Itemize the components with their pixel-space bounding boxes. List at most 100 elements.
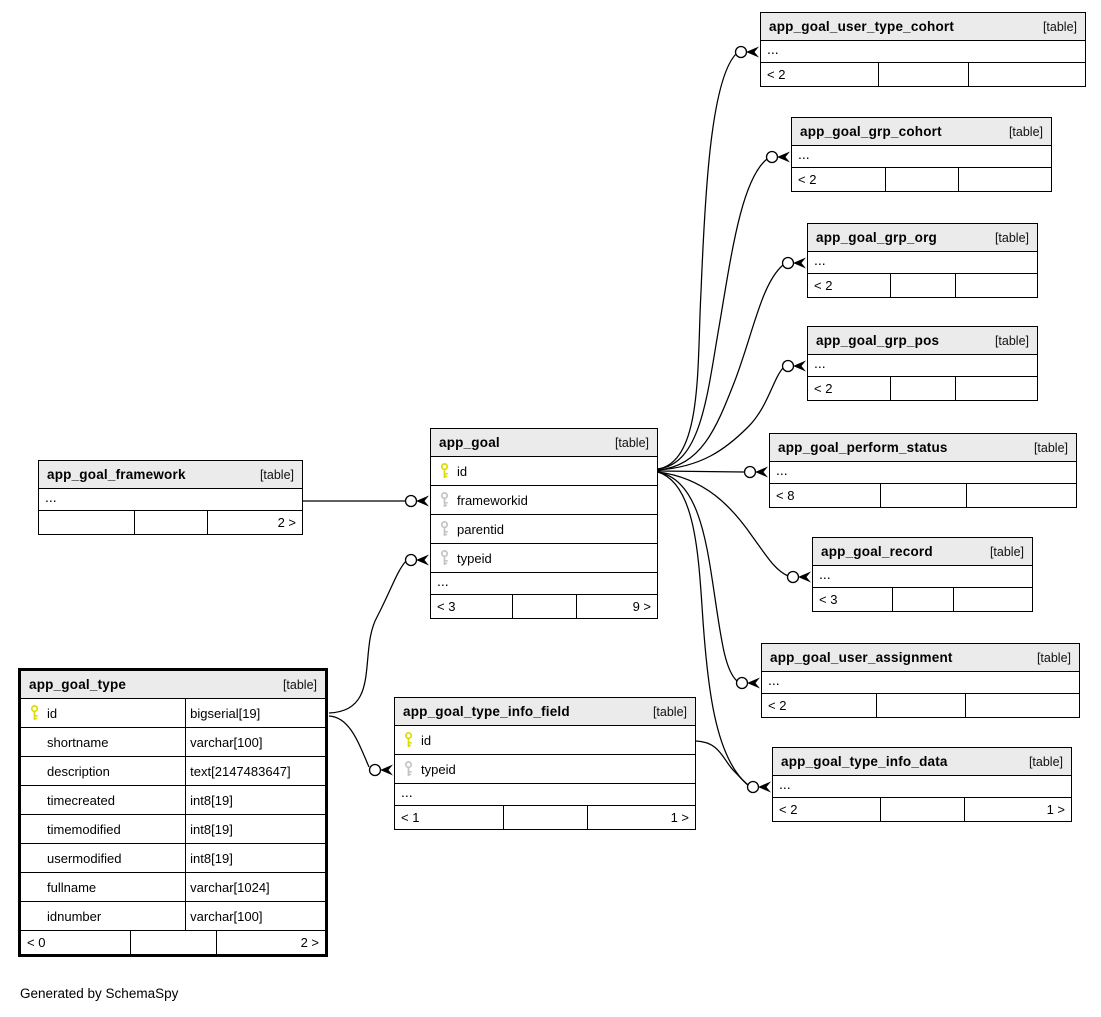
table-name: app_goal_perform_status — [778, 440, 948, 455]
degree-out: 1 > — [587, 806, 695, 829]
table-header[interactable]: app_goal[table] — [431, 429, 657, 457]
zero-many-circle-icon — [746, 780, 760, 794]
table-tag: [table] — [989, 544, 1024, 559]
table-name: app_goal_user_type_cohort — [769, 19, 955, 34]
table-app_goal_user_type_cohort[interactable]: app_goal_user_type_cohort[table]...< 2 — [760, 12, 1086, 87]
degree-out — [953, 588, 1032, 611]
table-name: app_goal_record — [821, 544, 933, 559]
ellipsis-row: ... — [762, 672, 1079, 694]
degree-footer: < 8 — [770, 484, 1076, 507]
table-header[interactable]: app_goal_framework [table] — [39, 461, 302, 489]
table-tag: [table] — [1033, 440, 1068, 455]
table-header[interactable]: app_goal_perform_status [table] — [770, 434, 1076, 462]
table-app_goal_user_assignment[interactable]: app_goal_user_assignment[table]... < 2 — [761, 643, 1080, 718]
column-name: timemodified — [47, 821, 121, 837]
degree-mid — [885, 168, 958, 191]
crowfoot-arrow-icon — [758, 781, 771, 793]
column-type: int8[19] — [185, 815, 325, 843]
table-app_goal_record[interactable]: app_goal_record[table]...< 3 — [812, 537, 1033, 612]
column-name: usermodified — [47, 850, 122, 866]
table-header[interactable]: app_goal_grp_org[table] — [808, 224, 1037, 252]
zero-many-circle-icon — [765, 150, 779, 164]
degree-footer: 2 > — [39, 511, 302, 534]
table-header[interactable]: app_goal_type_info_field[table] — [395, 698, 695, 726]
table-header[interactable]: app_goal_record [table] — [813, 538, 1032, 566]
degree-in — [39, 511, 134, 534]
degree-footer: < 1 1 > — [395, 806, 695, 829]
crowfoot-arrow-icon — [380, 764, 393, 776]
degree-footer: < 0 2 > — [21, 931, 325, 954]
column-row-typeid: typeid — [395, 755, 695, 784]
degree-in: < 1 — [401, 810, 420, 825]
degree-in: < 2 — [814, 278, 833, 293]
table-tag: [table] — [259, 467, 294, 482]
relationship-line-app_goal.id-to-app_goal_perform_status — [657, 470, 745, 473]
degree-mid — [133, 511, 208, 534]
generated-by-note: Generated by SchemaSpy — [20, 986, 179, 1001]
table-tag: [table] — [614, 435, 649, 450]
foreign-key-icon — [431, 521, 457, 537]
table-header[interactable]: app_goal_grp_pos[table] — [808, 327, 1037, 355]
column-name: typeid — [457, 550, 492, 566]
column-type: int8[19] — [185, 844, 325, 872]
degree-out — [968, 63, 1085, 86]
table-app_goal_grp_cohort[interactable]: app_goal_grp_cohort[table]... < 2 — [791, 117, 1052, 192]
table-tag: [table] — [994, 230, 1029, 245]
degree-out — [965, 484, 1076, 507]
column-type: bigserial[19] — [185, 699, 325, 727]
degree-in: < 2 — [768, 698, 787, 713]
table-name: app_goal_grp_pos — [816, 333, 940, 348]
primary-key-icon — [431, 463, 457, 479]
table-tag: [table] — [1028, 754, 1063, 769]
degree-out — [964, 694, 1079, 717]
table-header[interactable]: app_goal_grp_cohort[table] — [792, 118, 1051, 146]
table-app_goal_grp_org[interactable]: app_goal_grp_org[table]...< 2 — [807, 223, 1038, 298]
ellipsis-row: ... — [770, 462, 1076, 484]
relationship-line-app_goal.id-to-app_goal_user_assignment — [657, 471, 738, 682]
degree-out — [957, 168, 1051, 191]
column-name: description — [47, 763, 110, 779]
relationship-line-app_goal.id-to-app_goal_grp_pos — [657, 367, 784, 471]
relationship-line-app_goal.id-to-app_goal_user_type_cohort — [657, 53, 737, 470]
table-app_goal_perform_status[interactable]: app_goal_perform_status [table]...< 8 — [769, 433, 1077, 508]
degree-footer: < 3 — [813, 588, 1032, 611]
degree-footer: < 2 — [808, 377, 1037, 400]
table-header[interactable]: app_goal_type[table] — [21, 671, 325, 699]
column-name: id — [421, 732, 432, 748]
crowfoot-arrow-icon — [416, 495, 429, 507]
zero-many-circle-icon — [404, 494, 418, 508]
table-header[interactable]: app_goal_user_type_cohort[table] — [761, 13, 1085, 41]
degree-in: < 0 — [27, 935, 46, 950]
table-name: app_goal_framework — [47, 467, 186, 482]
column-type: varchar[100] — [185, 728, 325, 756]
column-row-timemodified: timemodified int8[19] — [21, 815, 325, 844]
degree-out: 1 > — [963, 798, 1071, 821]
relationship-line-app_goal_type.id-to-app_goal.typeid — [328, 560, 407, 714]
degree-mid — [891, 588, 953, 611]
table-app_goal_grp_pos[interactable]: app_goal_grp_pos[table]...< 2 — [807, 326, 1038, 401]
column-name: id — [47, 705, 58, 721]
table-header[interactable]: app_goal_user_assignment[table] — [762, 644, 1079, 672]
zero-many-circle-icon — [743, 465, 757, 479]
degree-in: < 2 — [798, 172, 817, 187]
column-row-frameworkid: frameworkid — [431, 486, 657, 515]
degree-in: < 3 — [437, 599, 456, 614]
degree-out: 2 > — [215, 931, 325, 954]
degree-footer: < 2 — [761, 63, 1085, 86]
degree-mid — [512, 595, 575, 618]
table-header[interactable]: app_goal_type_info_data [table] — [773, 748, 1071, 776]
degree-out — [954, 377, 1037, 400]
table-app_goal_type[interactable]: app_goal_type[table]id bigserial[19]short… — [18, 668, 328, 957]
table-app_goal_framework[interactable]: app_goal_framework[table]...2 > — [38, 460, 303, 535]
table-name: app_goal_type_info_data — [781, 754, 948, 769]
column-row-typeid: typeid — [431, 544, 657, 573]
relationship-line-app_goal_type_info_field.id-to-app_goal_type_info_data — [695, 740, 749, 786]
crowfoot-arrow-icon — [747, 677, 760, 689]
degree-mid — [503, 806, 587, 829]
ellipsis-row: ... — [792, 146, 1051, 168]
